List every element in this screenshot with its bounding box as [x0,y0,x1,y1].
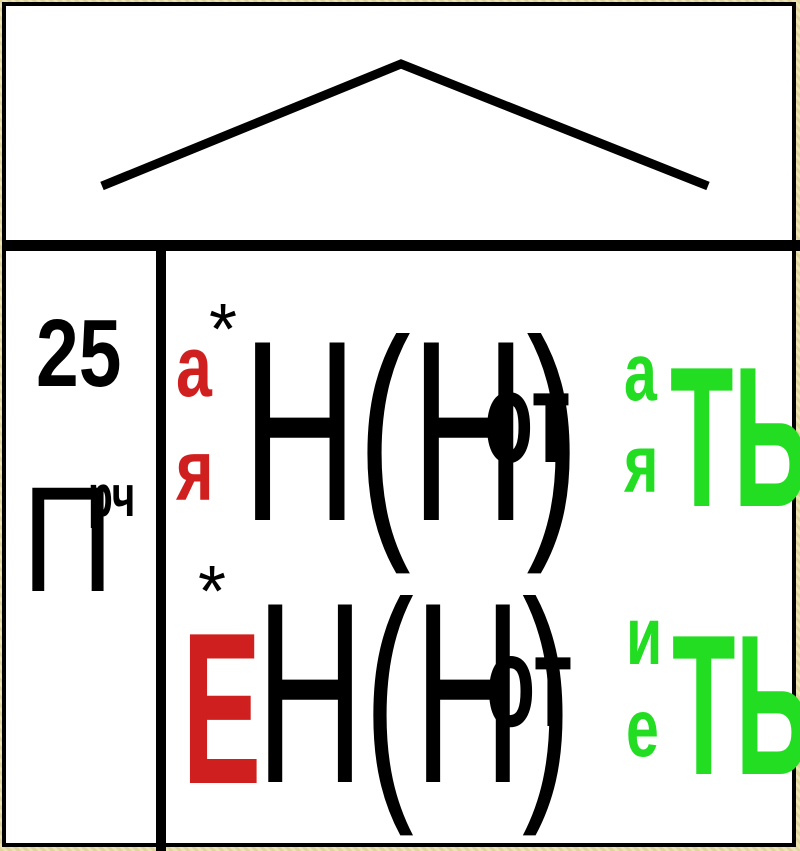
roof-lines [100,59,710,191]
row1-verb-vowel-top: а [624,327,657,418]
row2-ending: от [486,608,573,754]
row1-verb-vowel-bottom: я [624,419,659,510]
horizontal-divider [6,240,800,251]
row1-verb-ending: ТЬ [670,326,800,549]
roof-polyline [100,59,710,191]
row2-verb-vowel-top: и [626,591,663,682]
row1-vowel-bottom: я [176,423,214,519]
row2-suffix: Н(Н) [256,548,572,837]
abbreviation-superscript: рч [88,464,136,529]
row1-ending: от [484,344,571,490]
abbreviation-main: П [22,455,114,623]
vertical-divider [156,251,166,851]
row1-asterisk: * [209,290,238,370]
rule-number: 25 [36,300,122,407]
row2-vowel: Е [182,587,262,829]
row2-verb-vowel-bottom: е [626,683,659,774]
row2-verb-ending: ТЬ [672,594,800,817]
row2-asterisk: * [198,552,227,632]
row1-vowel-top: а [176,319,212,415]
row1-suffix: Н(Н) [242,286,580,575]
